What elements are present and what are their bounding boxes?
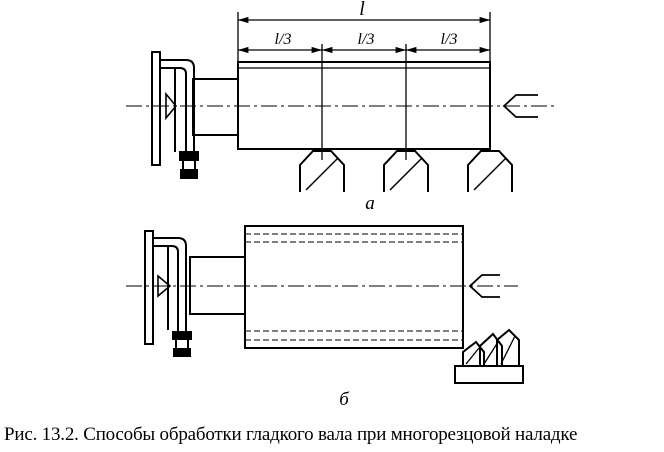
dimension-lines: [237, 12, 491, 160]
chuck-a: [151, 51, 199, 179]
diagram-a-label: а: [365, 193, 375, 214]
chuck-b: [144, 230, 192, 357]
cutter-2: [383, 150, 429, 192]
dimension-segment-label: l/3: [275, 31, 292, 48]
cutter-block: [454, 328, 524, 384]
diagram-b-label: б: [339, 389, 350, 410]
cutter-3: [467, 150, 513, 192]
diagram-b: [126, 225, 524, 384]
dimension-segment-label: l/3: [441, 31, 458, 48]
diagram-a: [126, 12, 556, 192]
shaft-b: [244, 225, 464, 349]
dimension-segment-label: l/3: [358, 31, 375, 48]
shaft-neck-a: [192, 78, 239, 136]
cutter-1: [299, 150, 345, 192]
figure-caption: Рис. 13.2. Способы обработки гладкого ва…: [4, 424, 578, 445]
dimension-total-label: l: [359, 0, 365, 20]
